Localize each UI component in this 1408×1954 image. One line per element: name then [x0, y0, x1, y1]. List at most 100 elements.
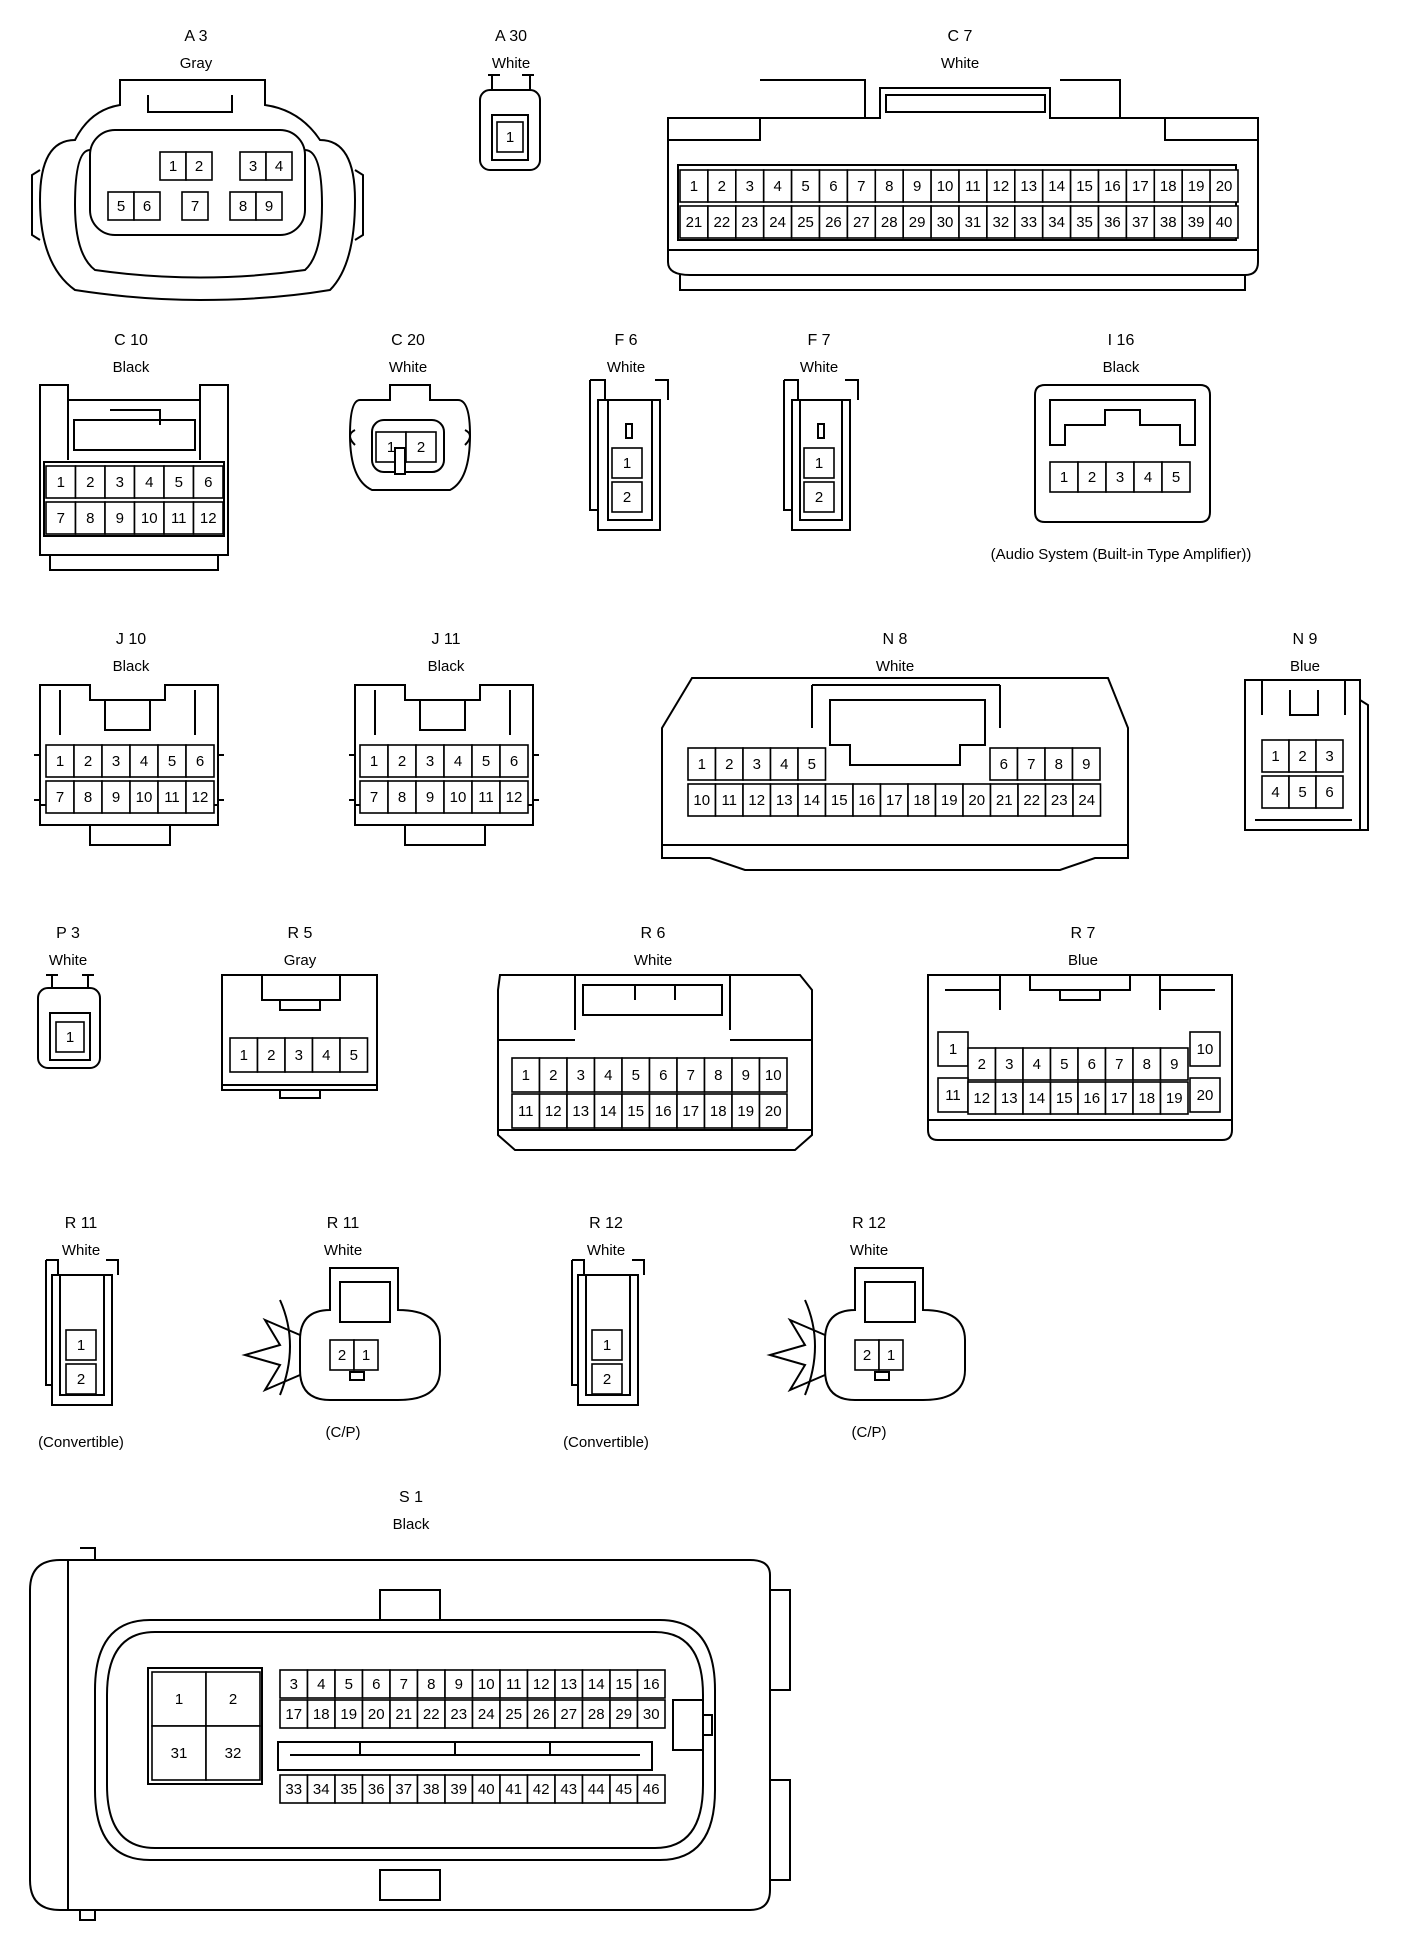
pin-n8-12: 12 [742, 783, 772, 817]
pin-f7-1: 1 [803, 447, 835, 479]
pin-number: 2 [863, 1347, 871, 1364]
pin-c7-23: 23 [734, 205, 765, 239]
label-c7-id: C 7 [948, 28, 973, 45]
pin-s1-10: 10 [471, 1669, 501, 1699]
pin-r7-16: 16 [1077, 1081, 1107, 1115]
pin-number: 23 [741, 214, 758, 231]
pin-number: 2 [1298, 748, 1306, 765]
pin-number: 6 [659, 1067, 667, 1084]
pin-number: 13 [560, 1676, 577, 1693]
pin-number: 33 [285, 1781, 302, 1798]
pin-number: 31 [965, 214, 982, 231]
pin-s1-39: 39 [444, 1774, 474, 1804]
pin-number: 3 [1325, 748, 1333, 765]
pin-number: 14 [588, 1676, 605, 1693]
pin-r5-2: 2 [256, 1037, 286, 1073]
pin-number: 1 [56, 753, 64, 770]
pin-number: 40 [478, 1781, 495, 1798]
pin-number: 8 [427, 1676, 435, 1693]
pin-number: 12 [748, 792, 765, 809]
pin-s1-36: 36 [361, 1774, 391, 1804]
pin-s1-23: 23 [444, 1699, 474, 1729]
pin-j11-12: 12 [499, 780, 529, 814]
pin-number: 7 [400, 1676, 408, 1693]
pin-s1-13: 13 [554, 1669, 584, 1699]
pin-c7-11: 11 [958, 169, 988, 203]
pin-r7-12: 12 [967, 1081, 997, 1115]
pin-r7-7: 7 [1104, 1047, 1134, 1081]
label-r11-cp-color: White [324, 1242, 362, 1259]
pin-c7-29: 29 [902, 205, 932, 239]
pin-number: 26 [825, 214, 842, 231]
pin-number: 12 [993, 178, 1010, 195]
pin-number: 17 [886, 792, 903, 809]
pin-number: 6 [372, 1676, 380, 1693]
pin-number: 38 [1160, 214, 1177, 231]
pin-number: 5 [345, 1676, 353, 1693]
pin-c10-12: 12 [192, 501, 224, 535]
pin-number: 5 [801, 178, 809, 195]
label-n9-color: Blue [1290, 658, 1320, 675]
pin-r7-4: 4 [1022, 1047, 1052, 1081]
pin-r11a-2: 2 [65, 1363, 97, 1395]
label-f6-id: F 6 [614, 332, 637, 349]
pin-number: 19 [1188, 178, 1205, 195]
pin-c7-7: 7 [846, 169, 877, 203]
pin-number: 18 [313, 1706, 330, 1723]
label-r5-id: R 5 [288, 925, 313, 942]
pin-number: 10 [765, 1067, 782, 1084]
pin-number: 7 [1115, 1056, 1123, 1073]
pin-number: 5 [1172, 469, 1180, 486]
pin-s1-37: 37 [389, 1774, 419, 1804]
pin-number: 22 [423, 1706, 440, 1723]
pin-j11-5: 5 [471, 744, 501, 778]
pin-number: 5 [1060, 1056, 1068, 1073]
pin-number: 14 [1028, 1090, 1045, 1107]
pin-number: 1 [522, 1067, 530, 1084]
pin-number: 22 [1023, 792, 1040, 809]
pin-number: 2 [229, 1691, 237, 1708]
pin-s1-22: 22 [416, 1699, 446, 1729]
pin-number: 9 [913, 178, 921, 195]
pin-n8-3: 3 [742, 747, 772, 781]
pin-number: 6 [1000, 756, 1008, 773]
pin-c7-39: 39 [1181, 205, 1211, 239]
label-a30-id: A 30 [495, 28, 527, 45]
pin-number: 10 [450, 789, 467, 806]
pin-c7-1: 1 [679, 169, 709, 203]
pin-number: 6 [829, 178, 837, 195]
pin-number: 39 [1188, 214, 1205, 231]
label-s1-color: Black [393, 1516, 430, 1533]
pin-number: 14 [600, 1103, 617, 1120]
pin-number: 30 [643, 1706, 660, 1723]
pin-n8-18: 18 [907, 783, 937, 817]
pin-r6-6: 6 [648, 1057, 678, 1093]
pin-c7-36: 36 [1097, 205, 1128, 239]
pin-number: 16 [643, 1676, 660, 1693]
pin-number: 2 [725, 756, 733, 773]
pin-number: 14 [1048, 178, 1065, 195]
pin-c10-8: 8 [74, 501, 106, 535]
pin-c7-13: 13 [1013, 169, 1044, 203]
pin-s1-28: 28 [581, 1699, 611, 1729]
pin-j11-9: 9 [415, 780, 445, 814]
pin-a3-3: 3 [239, 151, 267, 181]
pin-s1-16: 16 [636, 1669, 666, 1699]
pin-number: 13 [1020, 178, 1037, 195]
pin-j11-8: 8 [387, 780, 417, 814]
pin-c10-4: 4 [133, 465, 165, 499]
label-p3-id: P 3 [56, 925, 80, 942]
pin-number: 15 [831, 792, 848, 809]
pin-number: 3 [290, 1676, 298, 1693]
pin-s1-11: 11 [499, 1669, 529, 1699]
pin-p3-1: 1 [55, 1021, 85, 1053]
pin-number: 3 [116, 474, 124, 491]
pin-number: 4 [1271, 784, 1279, 801]
pin-r7-15: 15 [1049, 1081, 1079, 1115]
label-r11-convertible-color: White [62, 1242, 100, 1259]
pin-number: 12 [973, 1090, 990, 1107]
pin-number: 13 [776, 792, 793, 809]
pin-r7-10: 10 [1189, 1031, 1221, 1067]
pin-number: 20 [368, 1706, 385, 1723]
